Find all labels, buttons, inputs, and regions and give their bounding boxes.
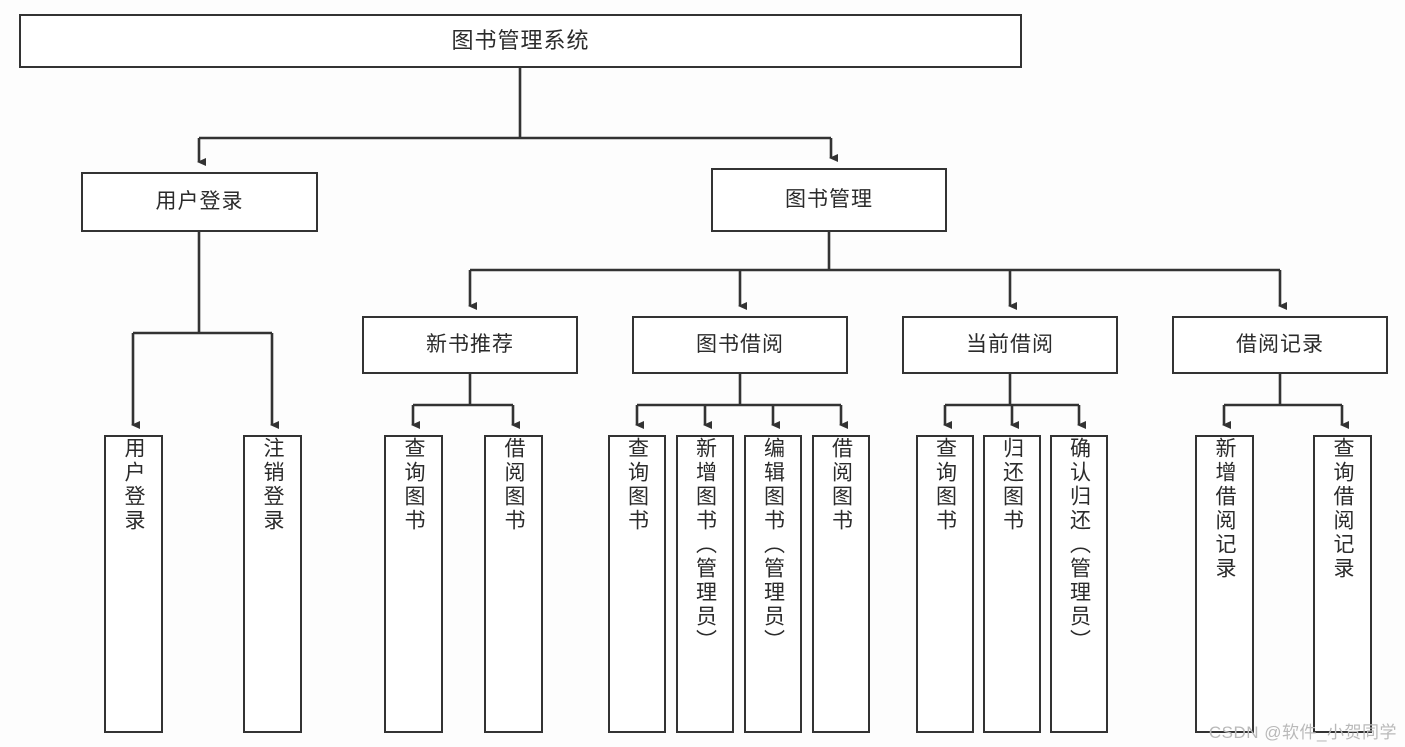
leaf-current-borrow-2[interactable]: 确认归还（管理员） bbox=[1050, 435, 1108, 733]
leaf-new-book-rec-0[interactable]: 查询图书 bbox=[384, 435, 443, 733]
node-new-book-rec-label: 新书推荐 bbox=[426, 332, 514, 356]
leaf-label: 查询图书 bbox=[625, 437, 649, 533]
node-new-book-rec[interactable]: 新书推荐 bbox=[362, 316, 578, 374]
node-borrow-record-label: 借阅记录 bbox=[1236, 332, 1324, 356]
node-borrow-record[interactable]: 借阅记录 bbox=[1172, 316, 1388, 374]
leaf-book-borrow-0[interactable]: 查询图书 bbox=[608, 435, 666, 733]
node-current-borrow-label: 当前借阅 bbox=[966, 332, 1054, 356]
leaf-book-borrow-3[interactable]: 借阅图书 bbox=[812, 435, 870, 733]
leaf-label: 查询图书 bbox=[933, 437, 957, 533]
leaf-label: 借阅图书 bbox=[829, 437, 853, 533]
leaf-new-book-rec-1[interactable]: 借阅图书 bbox=[484, 435, 543, 733]
node-root-label: 图书管理系统 bbox=[451, 28, 590, 54]
leaf-label: 查询图书 bbox=[402, 437, 425, 533]
leaf-book-borrow-1[interactable]: 新增图书（管理员） bbox=[676, 435, 734, 733]
leaf-label: 归还图书 bbox=[1000, 437, 1024, 533]
node-current-borrow[interactable]: 当前借阅 bbox=[902, 316, 1118, 374]
leaf-label: 新增借阅记录 bbox=[1213, 437, 1236, 581]
node-user-login[interactable]: 用户登录 bbox=[81, 172, 318, 232]
leaf-current-borrow-1[interactable]: 归还图书 bbox=[983, 435, 1041, 733]
node-book-borrow[interactable]: 图书借阅 bbox=[632, 316, 848, 374]
node-user-login-label: 用户登录 bbox=[155, 189, 244, 213]
node-book-borrow-label: 图书借阅 bbox=[696, 332, 784, 356]
leaf-label: 新增图书（管理员） bbox=[693, 437, 717, 653]
leaf-user-login-0[interactable]: 用户登录 bbox=[104, 435, 163, 733]
leaf-current-borrow-0[interactable]: 查询图书 bbox=[916, 435, 974, 733]
node-book-manage-label: 图书管理 bbox=[785, 187, 873, 211]
leaf-borrow-record-0[interactable]: 新增借阅记录 bbox=[1195, 435, 1254, 733]
leaf-book-borrow-2[interactable]: 编辑图书（管理员） bbox=[744, 435, 802, 733]
leaf-label: 用户登录 bbox=[122, 437, 145, 533]
node-root[interactable]: 图书管理系统 bbox=[19, 14, 1022, 68]
csdn-watermark: CSDN @软件_小贺同学 bbox=[1208, 723, 1397, 742]
leaf-user-login-1[interactable]: 注销登录 bbox=[243, 435, 302, 733]
node-book-manage[interactable]: 图书管理 bbox=[711, 168, 947, 232]
leaf-label: 确认归还（管理员） bbox=[1067, 437, 1091, 653]
leaf-borrow-record-1[interactable]: 查询借阅记录 bbox=[1313, 435, 1372, 733]
leaf-label: 借阅图书 bbox=[502, 437, 525, 533]
leaf-label: 查询借阅记录 bbox=[1331, 437, 1354, 581]
leaf-label: 注销登录 bbox=[261, 437, 284, 533]
leaf-label: 编辑图书（管理员） bbox=[761, 437, 785, 653]
